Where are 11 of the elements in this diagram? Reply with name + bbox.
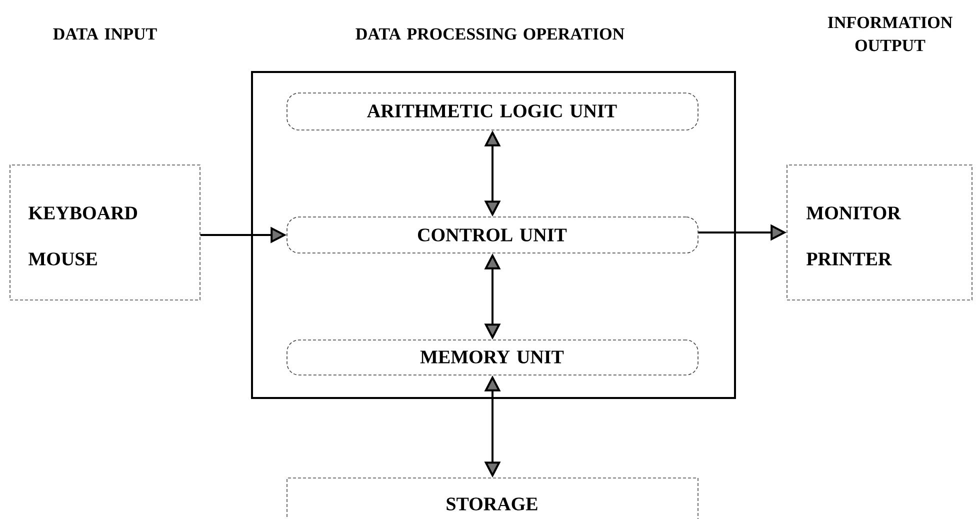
storage-box: STORAGE: [286, 478, 698, 519]
heading: DATA INPUT: [53, 28, 157, 40]
unit-box: MEMORY UNIT: [286, 340, 698, 376]
item-label: MOUSE: [28, 252, 97, 266]
unit-box: ARITHMETIC LOGIC UNIT: [286, 92, 698, 130]
item-label: KEYBOARD: [28, 206, 138, 220]
heading: INFORMATION OUTPUT: [828, 16, 952, 52]
item-label: MONITOR: [806, 206, 902, 220]
item-label: PRINTER: [806, 252, 892, 266]
unit-box: CONTROL UNIT: [286, 216, 698, 254]
heading: DATA PROCESSING OPERATION: [356, 28, 624, 40]
